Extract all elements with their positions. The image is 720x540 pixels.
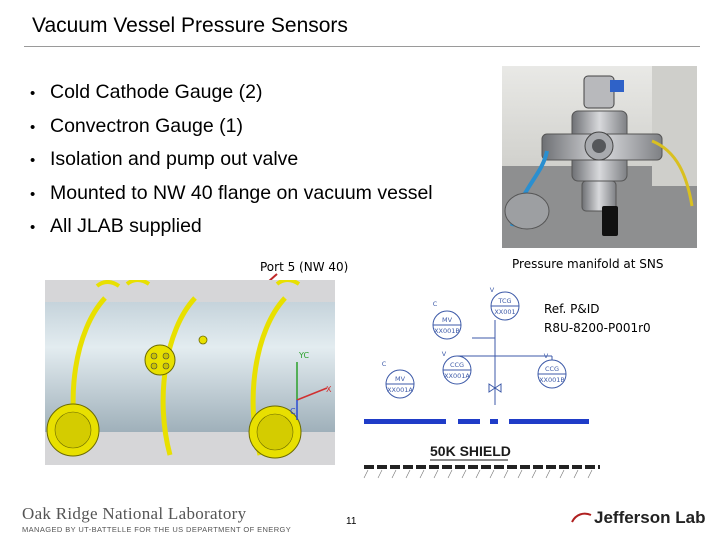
pid-c-tag: C [433, 300, 438, 308]
pid-v-tag: V [442, 350, 447, 358]
pid-tcg-name: TCG [497, 297, 511, 305]
pid-ccg-b-id: XX001B [539, 376, 565, 384]
axis-yc-label: YC [298, 351, 309, 360]
page-number: 11 [346, 516, 357, 527]
pid-ccg-b-name: CCG [545, 365, 559, 373]
bullet-text: Isolation and pump out valve [50, 148, 299, 170]
pid-mv-top-id: XX001B [434, 327, 460, 335]
pid-mv-top-name: MV [442, 316, 453, 324]
manifold-photo-image [502, 66, 697, 248]
bullet-dot: • [30, 185, 36, 203]
bullet-dot: • [30, 152, 36, 169]
shield-label: 50K SHIELD [430, 443, 511, 459]
bullet-item: • All JLAB supplied [30, 212, 433, 246]
pid-mv-bottom-name: MV [395, 375, 406, 383]
bullet-dot: • [30, 219, 36, 236]
bullet-dot: • [30, 85, 36, 102]
slide-title: Vacuum Vessel Pressure Sensors [32, 14, 348, 37]
photo-caption: Pressure manifold at SNS [512, 257, 664, 271]
pid-v-tag: V [544, 352, 549, 360]
bullet-text: All JLAB supplied [50, 215, 202, 237]
manifold-photo [502, 66, 697, 248]
shield-line [364, 419, 589, 424]
axis-c-label: C [290, 407, 296, 416]
bullet-dot: • [30, 118, 36, 136]
bullet-item: • Cold Cathode Gauge (2) [30, 78, 433, 112]
jefferson-lab-swoosh-icon [571, 512, 592, 523]
pid-c-tag: C [382, 360, 387, 368]
pid-diagram: TCG XX001 MV XX001B CCG XX001A MV XX001A… [352, 280, 607, 480]
port-label: Port 5 (NW 40) [260, 260, 349, 274]
bullet-text: Cold Cathode Gauge (2) [50, 81, 263, 103]
ornl-subtitle: MANAGED BY UT-BATTELLE FOR THE US DEPART… [22, 525, 292, 534]
vessel-cad-model: YC X C [45, 280, 335, 465]
pid-tcg-id: XX001 [494, 308, 515, 316]
pid-ref-line-1: Ref. P&ID [544, 302, 600, 316]
ornl-name: Oak Ridge National Laboratory [22, 504, 247, 523]
pid-diagram-image: TCG XX001 MV XX001B CCG XX001A MV XX001A… [363, 286, 600, 479]
title-divider [24, 46, 700, 47]
bullet-text: Mounted to NW 40 flange on vacuum vessel [50, 181, 433, 204]
axis-x-label: X [326, 385, 332, 394]
pid-mv-bottom-id: XX001A [387, 386, 413, 394]
jefferson-lab-name: Jefferson Lab [594, 508, 706, 527]
pid-reference: Ref. P&ID R8U-8200-P001r0 [544, 300, 651, 338]
ornl-logo: Oak Ridge National Laboratory MANAGED BY… [22, 504, 291, 534]
bullet-item: • Mounted to NW 40 flange on vacuum vesse… [30, 179, 433, 213]
bullet-text: Convectron Gauge (1) [50, 114, 243, 137]
pid-ccg-a-id: XX001A [444, 372, 470, 380]
bullet-list: • Cold Cathode Gauge (2) • Convectron Gaug… [30, 78, 433, 246]
vessel-cad-image: YC X C [45, 280, 335, 465]
bullet-item: • Isolation and pump out valve [30, 145, 433, 179]
bullet-item: • Convectron Gauge (1) [30, 112, 433, 146]
pid-ref-line-2: R8U-8200-P001r0 [544, 321, 651, 335]
pid-v-tag: V [490, 286, 495, 294]
jefferson-lab-logo: Jefferson Lab [570, 508, 705, 528]
pid-ccg-a-name: CCG [450, 361, 464, 369]
